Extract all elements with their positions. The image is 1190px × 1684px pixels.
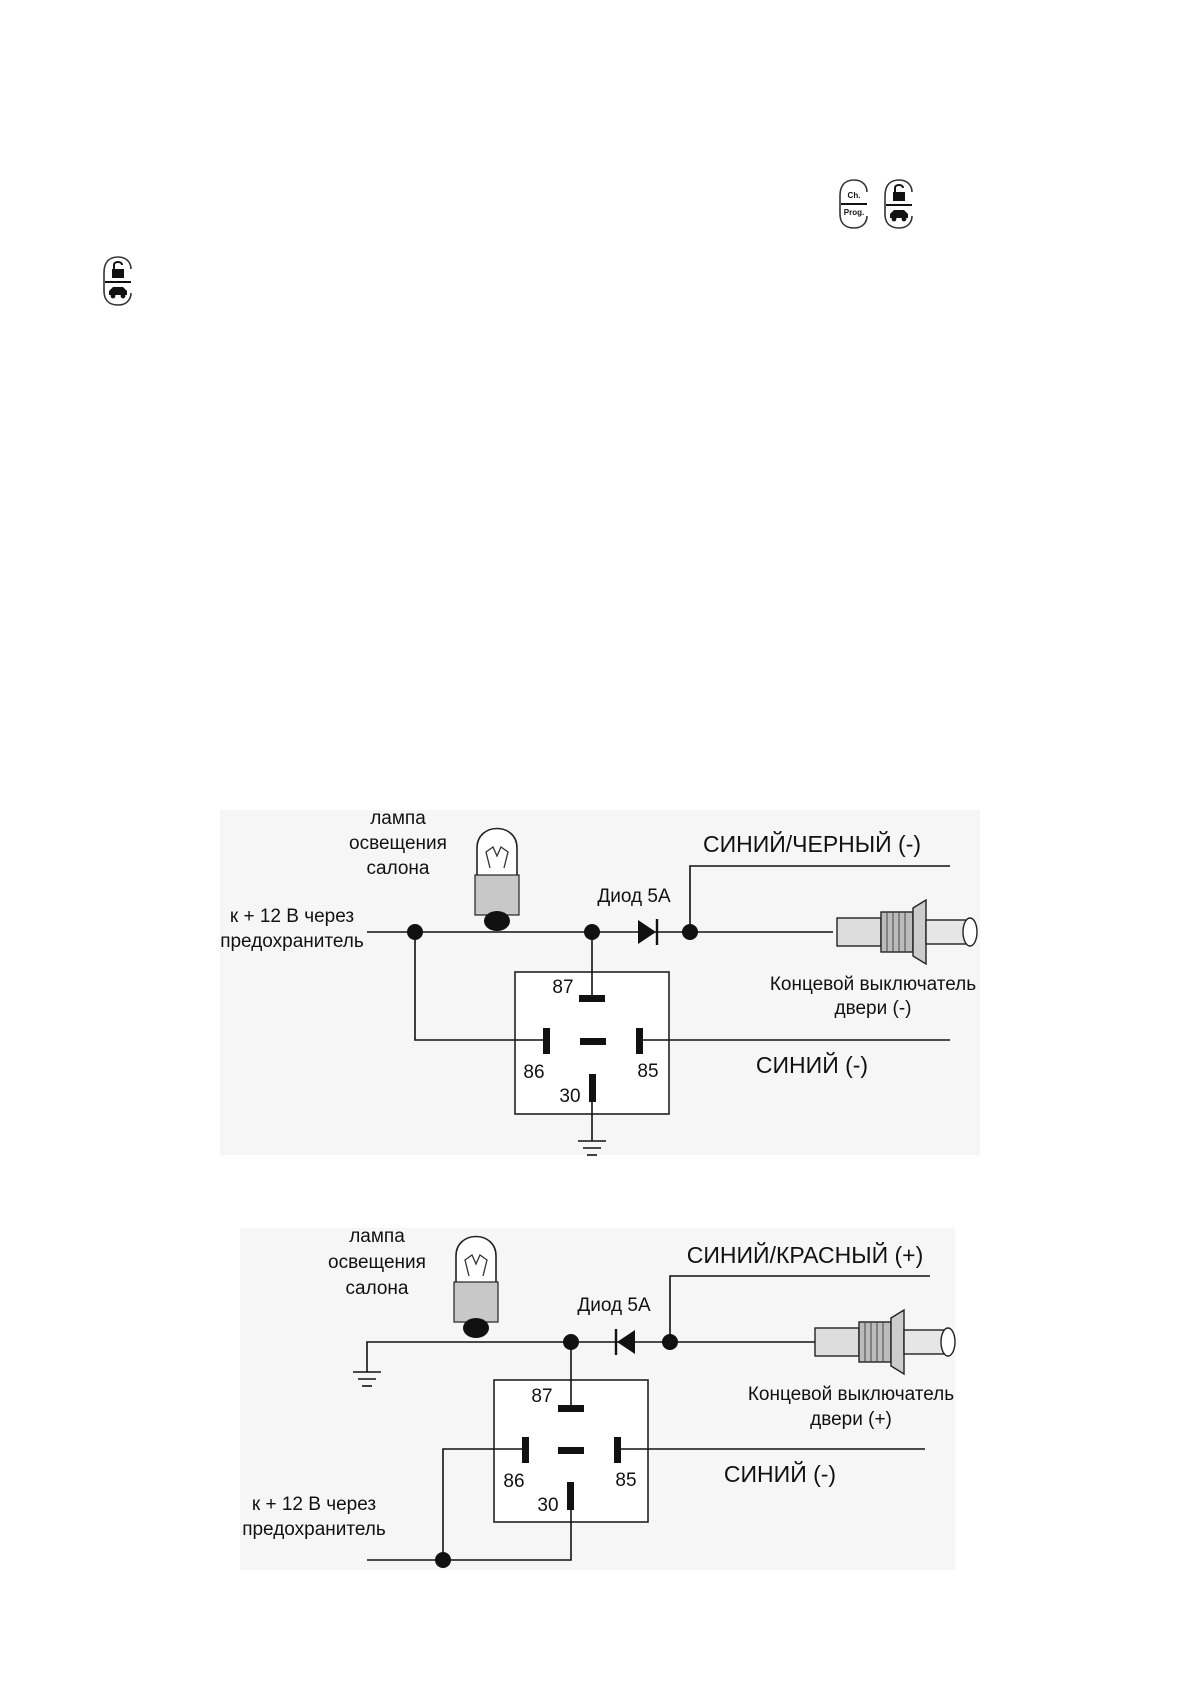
door-switch-label-line1: Концевой выключатель <box>748 1384 954 1405</box>
prog-label: Prog. <box>844 208 864 217</box>
relay-symbol <box>514 932 670 1115</box>
pin-30-label: 30 <box>559 1086 580 1107</box>
pin-87-label: 87 <box>552 977 573 998</box>
supply-label-line1: к + 12 В через <box>252 1494 376 1515</box>
door-switch-label-line1: Концевой выключатель <box>770 974 976 995</box>
relay-symbol <box>493 1342 649 1523</box>
unlock-car-button-icon <box>884 179 913 229</box>
pin-85-label: 85 <box>637 1061 658 1082</box>
lamp-label-line3: салона <box>346 1278 409 1299</box>
door-switch-label-line2: двери (+) <box>810 1409 892 1430</box>
wire-blue-black-label: СИНИЙ/ЧЕРНЫЙ (-) <box>703 830 921 857</box>
diode-label: Диод 5А <box>577 1295 651 1316</box>
wire-blue-red-label: СИНИЙ/КРАСНЫЙ (+) <box>687 1241 924 1268</box>
lamp-bulb-icon <box>453 1235 499 1338</box>
lamp-label-line3: салона <box>367 858 430 879</box>
unlock-car-button-icon <box>103 256 132 306</box>
supply-label-line2: предохранитель <box>220 931 364 952</box>
lamp-label-line2: освещения <box>349 833 447 854</box>
pin-86-label: 86 <box>503 1471 524 1492</box>
pin-30-label: 30 <box>537 1495 558 1516</box>
supply-label-line2: предохранитель <box>242 1519 386 1540</box>
pin-85-label: 85 <box>615 1470 636 1491</box>
lamp-label-line1: лампа <box>349 1226 405 1247</box>
pin-87-label: 87 <box>531 1386 552 1407</box>
ch-label: Ch. <box>848 191 861 200</box>
door-switch-icon <box>836 898 978 966</box>
ground-symbol <box>353 1341 476 1387</box>
lamp-label-line2: освещения <box>328 1252 426 1273</box>
ground-symbol <box>578 1102 606 1156</box>
door-switch-icon <box>814 1308 956 1376</box>
lamp-bulb-icon <box>474 827 520 931</box>
pin-86-label: 86 <box>523 1062 544 1083</box>
diode-symbol <box>614 1329 635 1355</box>
diode-symbol <box>638 919 659 945</box>
door-switch-label-line2: двери (-) <box>835 998 912 1019</box>
wire-blue-label: СИНИЙ (-) <box>724 1460 836 1487</box>
wire-blue-label: СИНИЙ (-) <box>756 1051 868 1078</box>
ch-prog-button-icon: Ch. Prog. <box>839 179 868 229</box>
lamp-label-line1: лампа <box>370 808 426 829</box>
supply-label-line1: к + 12 В через <box>230 906 354 927</box>
diode-label: Диод 5А <box>597 886 671 907</box>
